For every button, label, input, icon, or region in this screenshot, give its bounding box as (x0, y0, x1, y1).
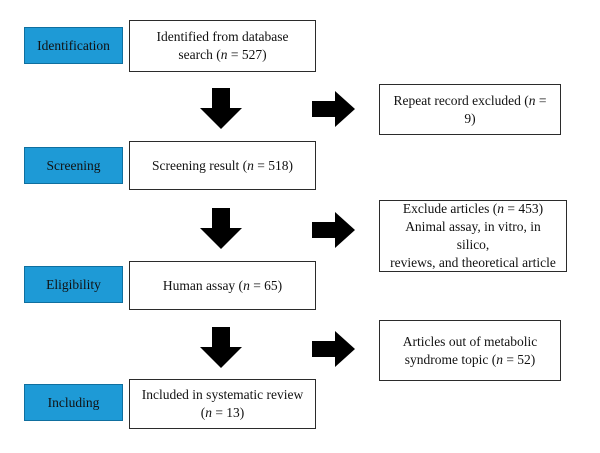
human-assay-box: Human assay (n = 65) (129, 261, 316, 310)
exclude-line1: Exclude articles (n = 453) (402, 201, 544, 216)
identified-box: Identified from database search (n = 527… (129, 20, 316, 72)
right-arrow-icon (312, 331, 355, 367)
included-line1: Included in systematic review (141, 387, 304, 402)
exclude-line2: Animal assay, in vitro, in silico, (405, 219, 541, 252)
out-of-topic-line1: Articles out of metabolic (402, 333, 538, 349)
human-assay-text: Human assay (n = 65) (162, 277, 283, 293)
stage-eligibility: Eligibility (24, 266, 123, 303)
out-of-topic-box: Articles out of metabolic syndrome topic… (379, 320, 561, 381)
right-arrow-icon (312, 212, 355, 248)
down-arrow-icon (200, 327, 242, 368)
stage-identification-label: Identification (37, 37, 110, 53)
exclude-articles-box: Exclude articles (n = 453) Animal assay,… (379, 200, 567, 272)
repeat-excluded-text: Repeat record excluded (n = 9) (393, 92, 547, 126)
right-arrow-icon (312, 91, 355, 127)
screening-text: Screening result (n = 518) (151, 157, 294, 173)
stage-identification: Identification (24, 27, 123, 64)
stage-screening-label: Screening (46, 157, 101, 173)
stage-including: Including (24, 384, 123, 421)
out-of-topic-line2: syndrome topic (n = 52) (404, 351, 536, 367)
repeat-excluded-box: Repeat record excluded (n = 9) (379, 84, 561, 135)
down-arrow-icon (200, 208, 242, 249)
stage-including-label: Including (47, 394, 100, 410)
identified-line2: search (n = 527) (178, 47, 267, 62)
exclude-line3: reviews, and theoretical article (390, 255, 556, 270)
included-line2: (n = 13) (200, 405, 245, 420)
identified-line1: Identified from database (156, 29, 289, 44)
stage-screening: Screening (24, 147, 123, 184)
included-box: Included in systematic review (n = 13) (129, 379, 316, 429)
down-arrow-icon (200, 88, 242, 129)
stage-eligibility-label: Eligibility (46, 276, 101, 292)
screening-box: Screening result (n = 518) (129, 141, 316, 190)
